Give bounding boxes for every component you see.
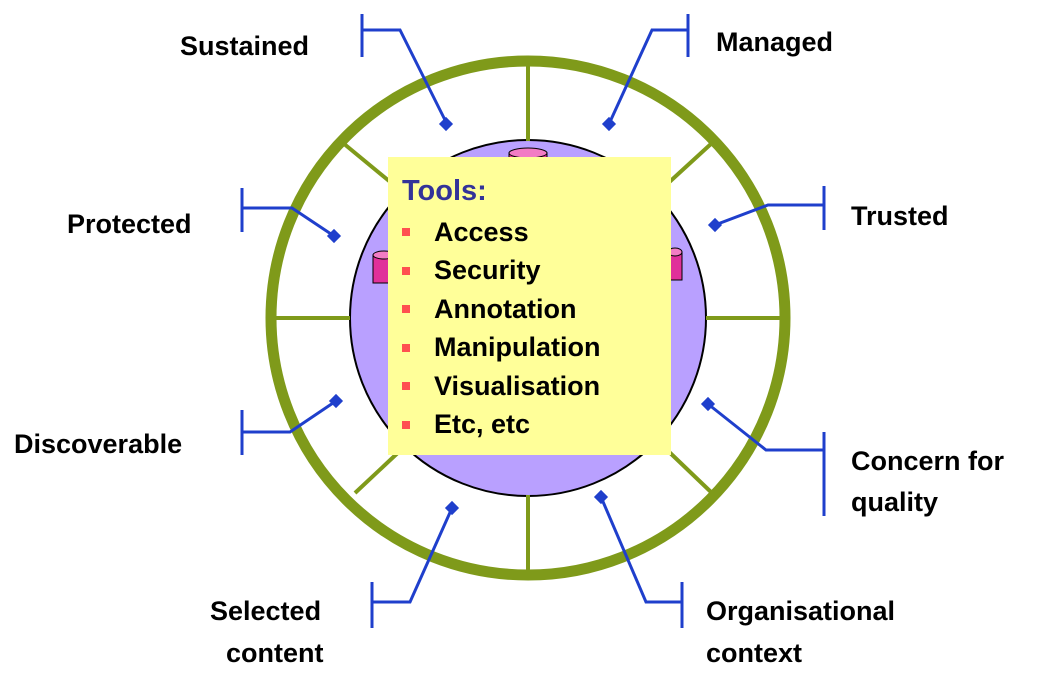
bullet-icon [402, 305, 410, 314]
label-organisational-line2: context [706, 638, 802, 668]
label-selected-line2: content [226, 638, 324, 668]
bullet-icon [402, 382, 410, 391]
connector-dot [438, 116, 454, 132]
tools-box: Tools: Access Security Annotation Manipu… [388, 157, 671, 455]
tool-item: Visualisation [402, 367, 671, 406]
connector-protected [242, 206, 335, 238]
tool-item-label: Access [434, 216, 529, 247]
connector-managed [607, 28, 688, 125]
connector-organisational [599, 496, 682, 604]
tool-item-label: Annotation [434, 293, 577, 324]
tool-item-label: Etc, etc [434, 409, 531, 440]
label-protected: Protected [67, 209, 192, 239]
bullet-icon [402, 420, 410, 429]
bullet-icon [402, 228, 410, 237]
tool-item-label: Visualisation [434, 370, 601, 401]
connector-sustained [362, 28, 449, 125]
label-concern-line1: Concern for [851, 446, 1005, 476]
tool-item-label: Manipulation [434, 332, 601, 363]
tools-title: Tools: [402, 175, 487, 207]
tool-item: Security [402, 252, 671, 291]
connector-markers [326, 116, 723, 516]
label-trusted: Trusted [851, 201, 949, 231]
label-managed: Managed [716, 27, 833, 57]
spoke [663, 141, 714, 188]
tool-item: Access [402, 213, 671, 252]
label-concern-line2: quality [851, 487, 938, 517]
tool-item: Manipulation [402, 329, 671, 368]
connector-dot [328, 393, 344, 409]
outer-ring-circle [265, 55, 791, 581]
connector-dot [601, 116, 617, 132]
connector-concern [707, 402, 824, 452]
tools-list: Access Security Annotation Manipulation … [402, 213, 671, 444]
connectors [240, 14, 826, 628]
connector-dot [707, 217, 723, 233]
label-selected-line1: Selected [210, 596, 321, 626]
label-sustained: Sustained [180, 31, 309, 61]
connector-selected [372, 507, 454, 604]
connector-discoverable [242, 399, 337, 434]
bullet-icon [402, 343, 410, 352]
connector-trusted [714, 203, 824, 227]
connector-dot [700, 396, 716, 412]
label-organisational-line1: Organisational [706, 596, 895, 626]
connector-dot [593, 489, 609, 505]
spoke [663, 446, 714, 495]
tool-item: Etc, etc [402, 406, 671, 445]
connector-dot [444, 500, 460, 516]
tool-item-label: Security [434, 255, 541, 286]
connector-dot [326, 228, 342, 244]
tool-item: Annotation [402, 290, 671, 329]
bullet-icon [402, 266, 410, 275]
label-discoverable: Discoverable [14, 429, 182, 459]
spoke [353, 446, 405, 495]
